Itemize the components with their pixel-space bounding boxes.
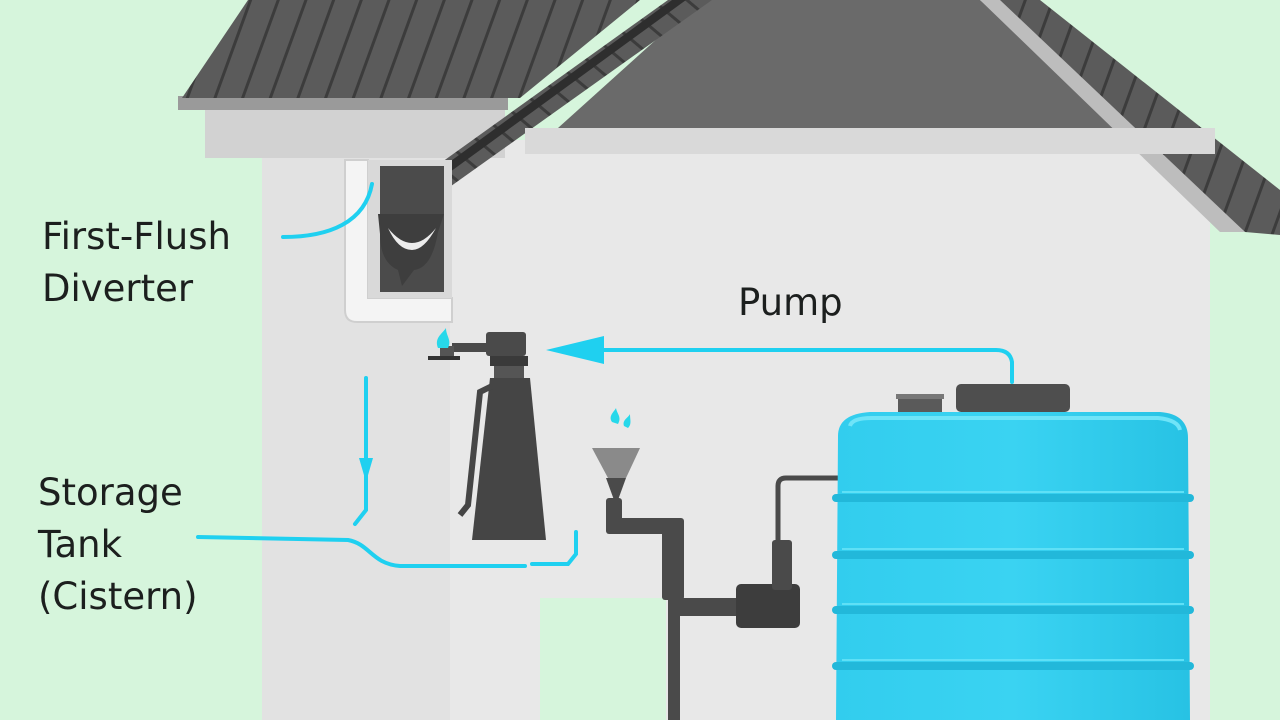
pipe-elbow: [736, 584, 800, 628]
flow-arrow-icon: [588, 348, 1014, 384]
funnel-screen: [592, 448, 640, 478]
storage-label-line-2: Tank: [38, 523, 123, 566]
pump-nozzle: [440, 346, 454, 356]
flow-arrow-icon: [353, 376, 368, 526]
tank-rib-highlights: [842, 491, 1184, 661]
roof-gable-edge-left: [375, 0, 712, 226]
pump-collar: [490, 356, 528, 366]
pipe-segment: [606, 518, 676, 534]
pump-coupling: [494, 366, 524, 378]
pump-outlet-pipe: [452, 343, 492, 352]
pipe-segment: [775, 475, 862, 545]
storage-tank-label: Storage Tank (Cistern): [38, 467, 198, 623]
first-flush-diverter-label: First-Flush Diverter: [42, 211, 231, 315]
roof-gable-trim-left: [378, 0, 686, 220]
roof: [182, 0, 1280, 235]
pipe-segment: [668, 600, 680, 720]
flow-arrow-icon: [359, 458, 373, 482]
tank-top-highlight: [848, 416, 1182, 431]
pump-head: [486, 332, 526, 356]
funnel-water-drops: [610, 408, 631, 428]
pipe-segment: [772, 540, 792, 590]
roof-eave-band: [525, 128, 1215, 154]
first-flush-label-line-1: First-Flush: [42, 215, 231, 258]
gutter-inner: [388, 228, 436, 250]
tank-body: [836, 412, 1190, 720]
flow-arrows: [196, 182, 1014, 568]
water-spray: [436, 328, 450, 348]
gutter-icon: [344, 159, 453, 323]
flow-arrow-icon: [196, 530, 578, 568]
roof-gable: [558, 0, 1128, 128]
roof-left-slope: [182, 0, 640, 98]
flow-arrow-icon: [546, 336, 604, 364]
tank-cap-main: [956, 384, 1070, 412]
first-flush-label-line-2: Diverter: [42, 267, 194, 310]
eave-fascia: [178, 96, 508, 110]
flow-arrow-icon: [281, 182, 374, 239]
house-opening: [540, 598, 666, 720]
tank-ribs: [832, 494, 1194, 670]
funnel-neck: [606, 478, 626, 500]
eave-soffit: [205, 108, 505, 158]
pump-label: Pump: [738, 277, 843, 329]
water-tank-icon: [832, 384, 1194, 720]
filter-funnel-icon: [592, 408, 640, 500]
pump-base-plate: [428, 356, 460, 360]
storage-label-line-1: Storage: [38, 471, 183, 514]
tank-cap-left-rim: [896, 394, 944, 399]
pump-body: [472, 378, 546, 540]
roof-gable-soffit-right: [980, 0, 1245, 232]
tank-cap-left: [898, 394, 942, 416]
pipe-segment: [662, 518, 684, 600]
pump-label-text: Pump: [738, 281, 843, 324]
storage-label-line-3: (Cistern): [38, 575, 198, 618]
pump-handle: [457, 383, 494, 517]
pump-icon: [428, 328, 546, 540]
pipe-icon: [606, 475, 862, 720]
gutter-trough: [378, 214, 444, 286]
